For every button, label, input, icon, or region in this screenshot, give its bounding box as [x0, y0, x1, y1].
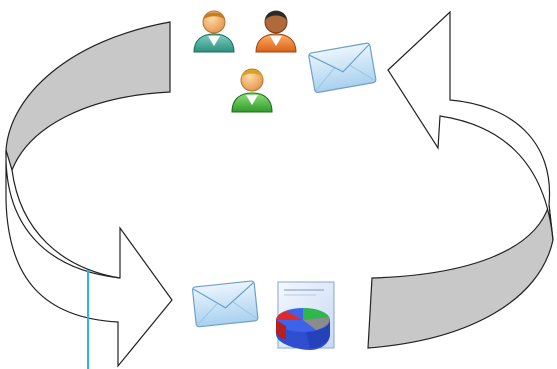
user-teal-icon: [193, 10, 235, 53]
user-orange-icon: [255, 10, 297, 53]
right-arrow-body: [387, 10, 554, 241]
left-arrow-inner-edge: [11, 169, 121, 279]
mail-bottom-icon: [191, 280, 259, 328]
report-chart-icon: [276, 281, 335, 350]
right-cycle-arrow: [367, 10, 554, 349]
mail-top-icon: [308, 42, 377, 93]
right-arrow-shaded-band: [367, 204, 554, 349]
user-green-icon: [231, 68, 273, 113]
left-arrow-body: [5, 149, 173, 368]
left-arrow-shaded-band: [5, 21, 171, 172]
left-cycle-arrow: [5, 21, 173, 368]
